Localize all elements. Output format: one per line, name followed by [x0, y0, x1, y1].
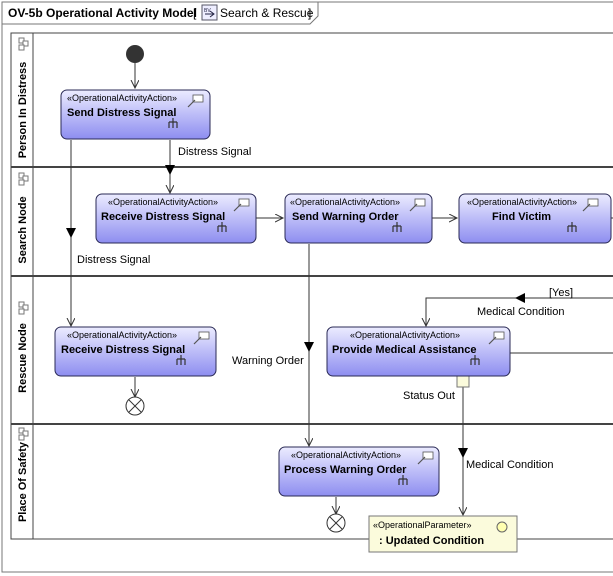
action-process-warning-order[interactable]: «OperationalActivityAction» Process Warn… — [278, 446, 440, 497]
action-stereotype: «OperationalActivityAction» — [291, 450, 401, 460]
action-stereotype: «OperationalActivityAction» — [290, 197, 400, 207]
action-stereotype: «OperationalActivityAction» — [467, 197, 577, 207]
call-behavior-rake-icon — [176, 355, 186, 365]
call-behavior-rake-icon — [470, 355, 480, 365]
action-receive-distress-signal-rescue[interactable]: «OperationalActivityAction» Receive Dist… — [54, 326, 217, 377]
action-name: Send Warning Order — [292, 211, 399, 223]
action-note-icon — [582, 198, 599, 212]
call-behavior-rake-icon — [392, 222, 402, 232]
action-send-distress-signal[interactable]: «OperationalActivityAction» Send Distres… — [60, 89, 211, 140]
svg-text:BV: BV — [204, 8, 211, 14]
partition-icon — [18, 172, 29, 186]
action-note-icon — [193, 331, 210, 345]
action-name: Receive Distress Signal — [101, 211, 225, 223]
partition-icon — [18, 301, 29, 315]
diagram-icon: BV — [201, 4, 218, 21]
parameter-stereotype: «OperationalParameter» — [373, 520, 472, 530]
flow-final-node[interactable] — [326, 513, 346, 533]
action-note-icon — [187, 94, 204, 108]
action-name: Process Warning Order — [284, 464, 407, 476]
action-send-warning-order[interactable]: «OperationalActivityAction» Send Warning… — [284, 193, 433, 244]
diagram-title: OV-5b Operational Activity Model — [8, 6, 197, 20]
frame-tab — [2, 2, 319, 25]
lane-label-person: Person In Distress — [17, 62, 29, 159]
context-bracket-close: ] — [308, 6, 311, 20]
lane-header-safety[interactable]: Place Of Safety — [17, 427, 29, 522]
guard-label-yes: [Yes] — [549, 287, 573, 299]
direction-arrow — [515, 293, 525, 303]
edge-label-distress-signal: Distress Signal — [77, 254, 150, 266]
edge-label-distress-signal: Distress Signal — [178, 146, 251, 158]
action-find-victim[interactable]: «OperationalActivityAction» Find Victim — [458, 193, 612, 244]
partition-icon — [18, 37, 29, 51]
direction-arrow — [304, 342, 314, 352]
direction-arrow — [66, 228, 76, 238]
partition-icon — [18, 427, 29, 441]
edge-label-medical-condition: Medical Condition — [477, 306, 564, 318]
direction-arrow — [165, 165, 175, 175]
action-stereotype: «OperationalActivityAction» — [67, 93, 177, 103]
output-pin[interactable] — [456, 374, 470, 388]
action-receive-distress-signal-search[interactable]: «OperationalActivityAction» Receive Dist… — [95, 193, 257, 244]
call-behavior-rake-icon — [567, 222, 577, 232]
flow-final-node[interactable] — [125, 396, 145, 416]
direction-arrow — [458, 448, 468, 458]
context-bracket-open: [ — [193, 6, 197, 20]
direction-indicators — [66, 165, 525, 458]
call-behavior-rake-icon — [398, 475, 408, 485]
edge-label-status-out: Status Out — [403, 390, 455, 402]
action-name: Send Distress Signal — [67, 107, 176, 119]
lane-label-search: Search Node — [17, 196, 29, 263]
action-note-icon — [409, 198, 426, 212]
action-name: Find Victim — [492, 211, 551, 223]
lane-header-search[interactable]: Search Node — [17, 172, 29, 264]
initial-node[interactable] — [126, 45, 144, 63]
lane-header-rescue[interactable]: Rescue Node — [17, 301, 29, 393]
action-name: Provide Medical Assistance — [332, 344, 477, 356]
action-name: Receive Distress Signal — [61, 344, 185, 356]
swimlane-partition: Person In Distress Search Node Rescue No… — [10, 32, 613, 540]
edge-label-warning-order: Warning Order — [232, 355, 304, 367]
action-stereotype: «OperationalActivityAction» — [350, 330, 460, 340]
flow-edge[interactable] — [426, 297, 613, 326]
action-provide-medical-assistance[interactable]: «OperationalActivityAction» Provide Medi… — [326, 326, 511, 377]
action-stereotype: «OperationalActivityAction» — [108, 197, 218, 207]
lane-label-safety: Place Of Safety — [17, 441, 29, 522]
call-behavior-rake-icon — [217, 222, 227, 232]
lane-header-person[interactable]: Person In Distress — [17, 37, 29, 159]
parameter-updated-condition[interactable]: «OperationalParameter» : Updated Conditi… — [368, 515, 518, 553]
call-behavior-rake-icon — [168, 118, 178, 128]
edge-label-medical-condition: Medical Condition — [466, 459, 553, 471]
context-name[interactable]: Search & Rescue — [220, 6, 314, 20]
parameter-icon — [496, 521, 508, 533]
action-note-icon — [488, 331, 505, 345]
action-note-icon — [417, 451, 434, 465]
action-stereotype: «OperationalActivityAction» — [67, 330, 177, 340]
lane-label-rescue: Rescue Node — [17, 323, 29, 393]
parameter-name: : Updated Condition — [379, 535, 484, 547]
action-note-icon — [233, 198, 250, 212]
